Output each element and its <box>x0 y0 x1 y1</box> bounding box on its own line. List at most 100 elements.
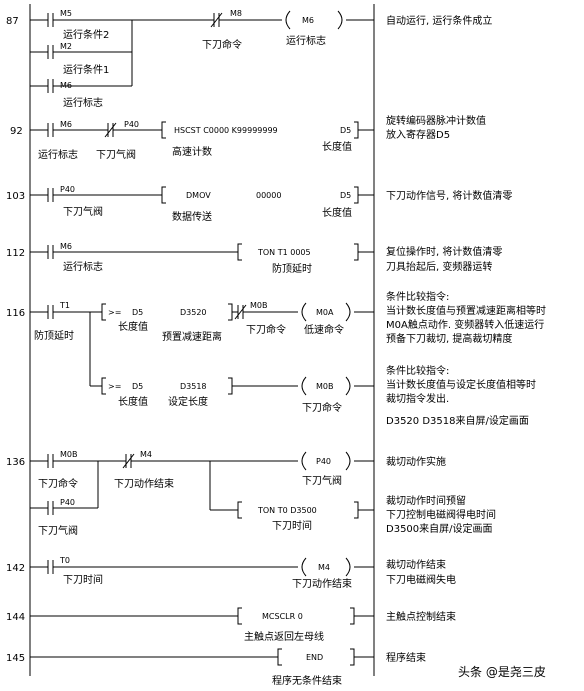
instruction-box: HSCST C0000 K99999999 <box>174 126 278 135</box>
coil-label: 运行标志 <box>286 34 326 47</box>
instruction-arg: 00000 <box>256 191 281 200</box>
rung-142: 142 T0 下刀时间 M4 下刀动作结束 裁切动作结束 下刀电磁阀失电 <box>6 556 456 590</box>
contact-device: T0 <box>59 556 70 565</box>
rung-number: 142 <box>6 563 25 574</box>
instruction-box: END <box>306 653 323 662</box>
instruction-label: 防顶延时 <box>272 262 312 275</box>
compare-a: D5 <box>132 308 143 317</box>
rung-comment: 裁切动作时间预留 <box>386 494 466 507</box>
contact-label: 运行条件1 <box>63 63 109 76</box>
rung-comment: 裁切动作结束 <box>386 558 446 571</box>
dest-label: 长度值 <box>322 140 352 153</box>
rung-136: 136 M0B 下刀命令 P40 下刀气阀 M4 下刀动作结束 P40 下刀气阀… <box>6 450 496 537</box>
contact-device: P40 <box>60 498 75 507</box>
rung-comment: 条件比较指令: <box>386 290 449 303</box>
contact-label: 下刀气阀 <box>96 148 136 161</box>
rung-comment: D3520 D3518来自屏/设定画面 <box>386 414 529 427</box>
compare-b-label: 设定长度 <box>168 395 208 408</box>
coil-label: 下刀命令 <box>302 401 342 414</box>
rung-comment: 放入寄存器D5 <box>386 128 450 141</box>
contact-label: 运行条件2 <box>63 28 109 41</box>
instruction-label: 程序无条件结束 <box>272 674 342 687</box>
contact-label: 下刀气阀 <box>63 205 103 218</box>
instruction-dest: D5 <box>340 126 351 135</box>
rung-comment: 下刀控制电磁阀得电时间 <box>386 508 496 521</box>
rung-number: 144 <box>6 612 25 623</box>
compare-b: D3518 <box>180 382 207 391</box>
watermark: 头条 @是尧三皮 <box>458 665 546 679</box>
nc-contact-device: M8 <box>230 9 242 18</box>
coil-label: 低速命令 <box>304 323 344 336</box>
rung-comment: 程序结束 <box>386 651 426 664</box>
coil-device: M0A <box>316 308 334 317</box>
rung-comment: 下刀电磁阀失电 <box>386 573 456 586</box>
instruction-dest: D5 <box>340 191 351 200</box>
contact-label: 防顶延时 <box>34 329 74 342</box>
rung-number: 112 <box>6 248 25 259</box>
contact-device: M6 <box>60 242 72 251</box>
nc-contact-device: P40 <box>124 120 139 129</box>
rung-145: 145 END 程序无条件结束 程序结束 <box>6 648 426 687</box>
contact-device: P40 <box>60 185 75 194</box>
rung-comment: 复位操作时, 将计数值清零 <box>386 245 502 258</box>
compare-b-label: 预置减速距离 <box>162 330 222 343</box>
instruction-box: DMOV <box>186 191 211 200</box>
rung-comment: 旋转编码器脉冲计数值 <box>386 114 486 127</box>
instruction-box: TON T0 D3500 <box>257 506 317 515</box>
rung-comment: 裁切指令发出. <box>386 392 449 405</box>
rung-comment: 刀具抬起后, 变频器运转 <box>386 260 492 273</box>
dest-label: 长度值 <box>322 206 352 219</box>
rung-comment: 条件比较指令: <box>386 364 449 377</box>
contact-label: 运行标志 <box>63 260 103 273</box>
contact-label: 运行标志 <box>63 96 103 109</box>
coil-device: M0B <box>316 382 333 391</box>
instruction-label: 下刀时间 <box>272 519 312 532</box>
instruction-label: 主触点返回左母线 <box>244 630 324 643</box>
nc-contact-label: 下刀动作结束 <box>114 477 174 490</box>
compare-a: D5 <box>132 382 143 391</box>
rung-comment: 下刀动作信号, 将计数值清零 <box>386 189 512 202</box>
coil-device: M6 <box>302 16 314 25</box>
rung-comment: 主触点控制结束 <box>386 610 456 623</box>
nc-contact-label: 下刀命令 <box>202 38 242 51</box>
coil-device: M4 <box>318 563 330 572</box>
compare-b: D3520 <box>180 308 207 317</box>
contact-device: T1 <box>59 301 70 310</box>
instruction-box: TON T1 0005 <box>257 248 311 257</box>
contact-label: 下刀命令 <box>38 477 78 490</box>
nc-contact-device: M0B <box>250 301 267 310</box>
rung-92: 92 M6 运行标志 P40 下刀气阀 HSCST C0000 K9999999… <box>10 114 486 161</box>
rung-number: 103 <box>6 191 25 202</box>
rung-comment: 当计数长度值与设定长度值相等时 <box>386 378 536 391</box>
rung-comment: 自动运行, 运行条件成立 <box>386 14 492 27</box>
compare-op: >= <box>108 308 121 317</box>
rung-144: 144 MCSCLR 0 主触点返回左母线 主触点控制结束 <box>6 607 456 643</box>
coil-device: P40 <box>316 457 331 466</box>
contact-label: 运行标志 <box>38 148 78 161</box>
compare-op: >= <box>108 382 121 391</box>
rung-87: 87 M5 运行条件2 M8 下刀命令 M6 运行标志 M2 运行条件1 M6 … <box>6 9 492 109</box>
rung-comment: M0A触点动作. 变频器转入低速运行 <box>386 318 544 331</box>
coil-label: 下刀动作结束 <box>292 577 352 590</box>
compare-a-label: 长度值 <box>118 320 148 333</box>
contact-device: M0B <box>60 450 77 459</box>
contact-device: M2 <box>60 42 72 51</box>
rung-number: 136 <box>6 457 25 468</box>
contact-label: 下刀气阀 <box>38 524 78 537</box>
rung-116-branch: >= D5 长度值 D3518 设定长度 M0B 下刀命令 条件比较指令: 当计… <box>90 364 536 427</box>
compare-a-label: 长度值 <box>118 395 148 408</box>
rung-112: 112 M6 运行标志 TON T1 0005 防顶延时 复位操作时, 将计数值… <box>6 242 502 275</box>
rung-comment: D3500来自屏/设定画面 <box>386 522 493 535</box>
nc-contact-label: 下刀命令 <box>246 323 286 336</box>
rung-comment: 当计数长度值与预置减速距离相等时 <box>386 304 546 317</box>
rung-number: 92 <box>10 126 23 137</box>
rung-number: 87 <box>6 16 19 27</box>
rung-116: 116 T1 防顶延时 >= D5 长度值 D3520 预置减速距离 M0B 下… <box>6 290 546 386</box>
nc-contact-device: M4 <box>140 450 152 459</box>
rung-comment: 预备下刀裁切, 提高裁切精度 <box>386 332 512 345</box>
instruction-box: MCSCLR 0 <box>262 612 303 621</box>
contact-label: 下刀时间 <box>63 573 103 586</box>
instruction-label: 数据传送 <box>172 210 212 223</box>
rung-103: 103 P40 下刀气阀 DMOV 00000 数据传送 D5 长度值 下刀动作… <box>6 185 512 223</box>
